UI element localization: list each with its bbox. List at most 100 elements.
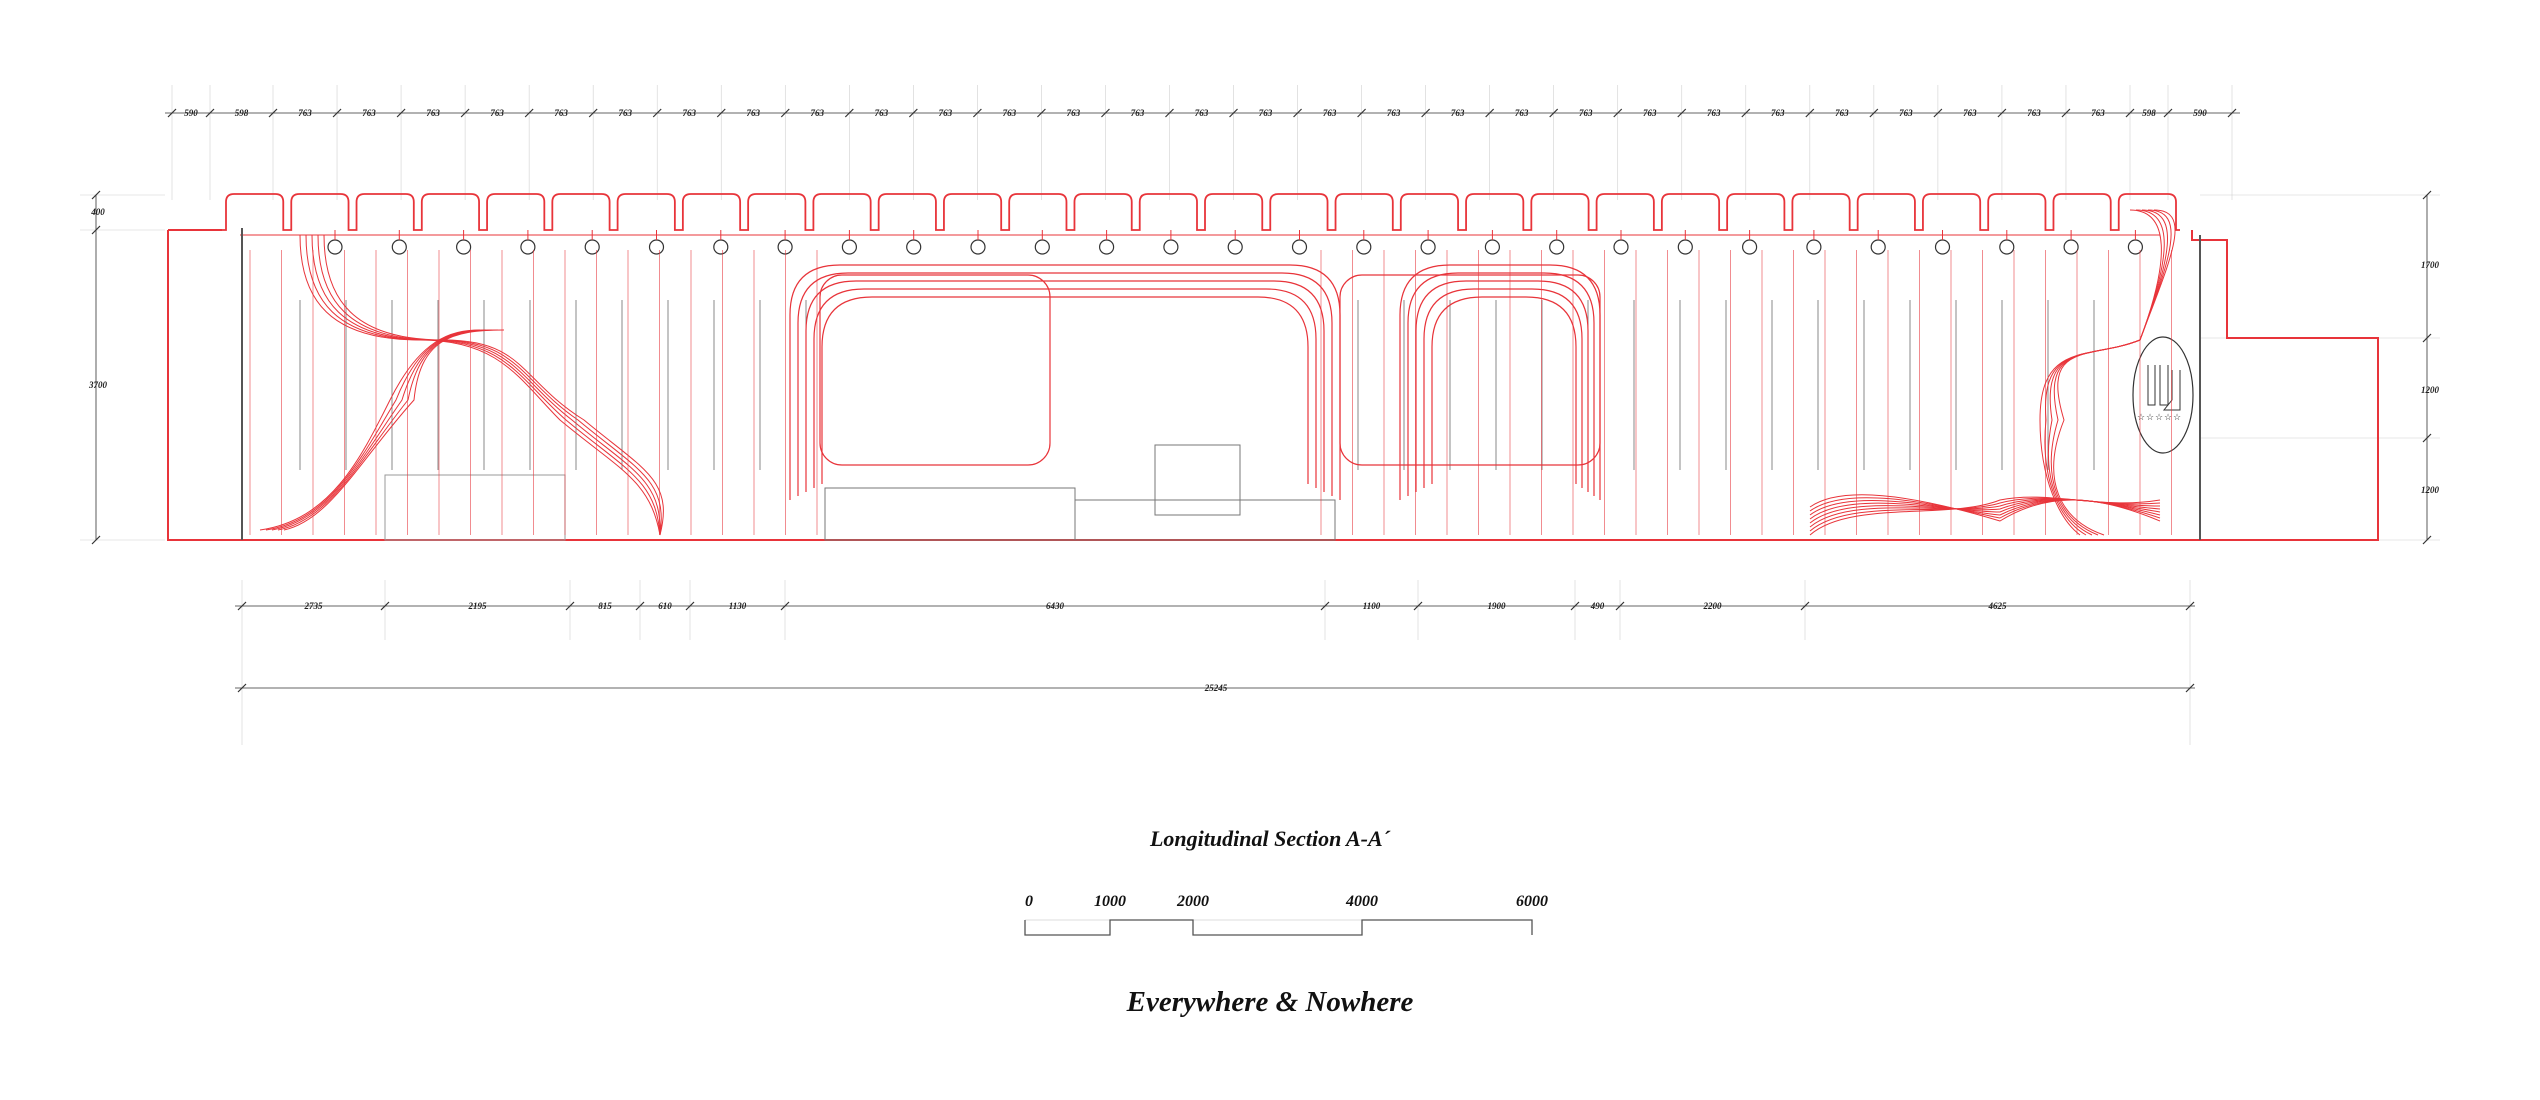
swooping-cable: [323, 234, 664, 536]
top-tick: [1101, 108, 1110, 118]
pendant-light: [1420, 239, 1436, 255]
star-icon: ☆: [2164, 412, 2172, 422]
top-dimension-label: 763: [682, 108, 696, 118]
top-tick: [332, 108, 342, 118]
exit-sign: [2132, 336, 2194, 454]
top-dimension-label: 763: [875, 108, 889, 118]
scale-bar-line: [1024, 919, 1533, 936]
bottom-tick: [780, 601, 790, 611]
bottom-dimension-label: 490: [1590, 601, 1605, 611]
pendant-light: [1677, 239, 1693, 255]
top-dimension-label: 763: [1195, 108, 1209, 118]
top-tick: [652, 108, 662, 118]
display-block: [1154, 444, 1241, 516]
right-cable-arch: [1399, 264, 1601, 500]
bottom-dimension-label: 4625: [1988, 601, 2008, 611]
top-dimension-label: 590: [2193, 108, 2207, 118]
top-tick: [2061, 108, 2071, 118]
top-tick: [1933, 108, 1943, 118]
pendant-light: [1484, 239, 1501, 255]
swooping-cable: [2044, 209, 2165, 536]
bottom-tick: [1570, 601, 1580, 611]
swooping-cable: [259, 329, 481, 531]
right-tick: [2422, 535, 2432, 545]
top-dimension-label: 763: [426, 108, 440, 118]
pendant-light: [1356, 239, 1372, 255]
section-title: Longitudinal Section A-A´: [1149, 826, 1390, 851]
pendant-light: [1806, 239, 1822, 255]
pendant-light: [906, 239, 922, 255]
top-tick: [908, 108, 918, 118]
pendant-light: [520, 239, 536, 255]
bottom-tick: [1320, 601, 1330, 611]
counter-block: [824, 487, 1076, 541]
pendant-light: [648, 239, 665, 255]
top-dimension-label: 763: [939, 108, 953, 118]
swooping-cable: [311, 234, 661, 536]
top-dimension-label: 763: [1963, 108, 1977, 118]
overall-tick: [237, 683, 247, 693]
top-tick: [1293, 108, 1302, 118]
bottom-dimension-label: 815: [598, 601, 612, 611]
top-tick: [972, 108, 982, 118]
swooping-cable: [2048, 209, 2168, 536]
bottom-tick: [565, 601, 575, 611]
top-tick: [588, 108, 598, 118]
scale-bar: [1024, 919, 1533, 936]
pendant-light: [584, 239, 600, 255]
pendant-light: [1934, 239, 1951, 255]
top-dimension-label: 590: [184, 108, 198, 118]
top-tick: [844, 108, 854, 118]
top-tick: [167, 108, 177, 118]
right-cable-arch: [1423, 288, 1583, 488]
top-tick: [2125, 108, 2135, 118]
top-tick: [1613, 108, 1623, 118]
pendant-light: [1999, 239, 2015, 255]
scale-bar-label: 0: [1025, 893, 1033, 910]
top-dimension-label: 763: [618, 108, 632, 118]
bottom-dimension-label: 610: [658, 601, 672, 611]
top-dimension-label: 763: [554, 108, 568, 118]
top-tick: [1036, 108, 1046, 118]
central-cable-arch: [813, 288, 1317, 488]
top-dimension-label: 763: [1259, 108, 1273, 118]
top-dimension-label: 763: [2027, 108, 2041, 118]
top-tick: [524, 108, 534, 118]
top-tick: [1229, 108, 1238, 118]
left-tick: [91, 225, 101, 235]
pendant-light: [1613, 239, 1629, 255]
scale-bar-label: 6000: [1516, 893, 1548, 910]
top-tick: [1549, 108, 1559, 118]
top-dimension-label: 763: [747, 108, 761, 118]
top-tick: [2163, 108, 2173, 118]
pendant-light: [2063, 239, 2079, 255]
top-dimension-label: 763: [1003, 108, 1017, 118]
top-tick: [205, 108, 215, 118]
pendant-light: [1098, 239, 1115, 255]
central-cable-arch: [789, 264, 1341, 500]
top-tick: [1357, 108, 1367, 118]
right-dimension-label: 1700: [2421, 260, 2440, 270]
left-tick: [91, 190, 101, 200]
top-dimension-label: 763: [1707, 108, 1721, 118]
left-dimension-label: 400: [90, 207, 105, 217]
bottom-dimension-label: 2200: [1703, 601, 1723, 611]
roof-modules: [222, 193, 2180, 231]
right-tick: [2422, 333, 2432, 343]
top-dimension-label: 763: [1131, 108, 1145, 118]
overall-dimension-label: 25245: [1204, 683, 1228, 693]
swooping-cable: [317, 234, 662, 536]
top-dimension-label: 763: [1899, 108, 1913, 118]
top-dimension-label: 763: [1643, 108, 1657, 118]
top-tick: [1165, 108, 1174, 118]
bottom-tick: [1615, 601, 1625, 611]
swooping-cable: [2053, 209, 2176, 536]
top-tick: [2227, 108, 2237, 118]
swooping-cable: [305, 234, 661, 536]
bottom-tick: [380, 601, 390, 611]
left-tick: [91, 535, 101, 545]
bottom-dimension-label: 6430: [1046, 601, 1065, 611]
left-dimension-label: 3700: [88, 380, 108, 390]
bottom-tick: [635, 601, 645, 611]
